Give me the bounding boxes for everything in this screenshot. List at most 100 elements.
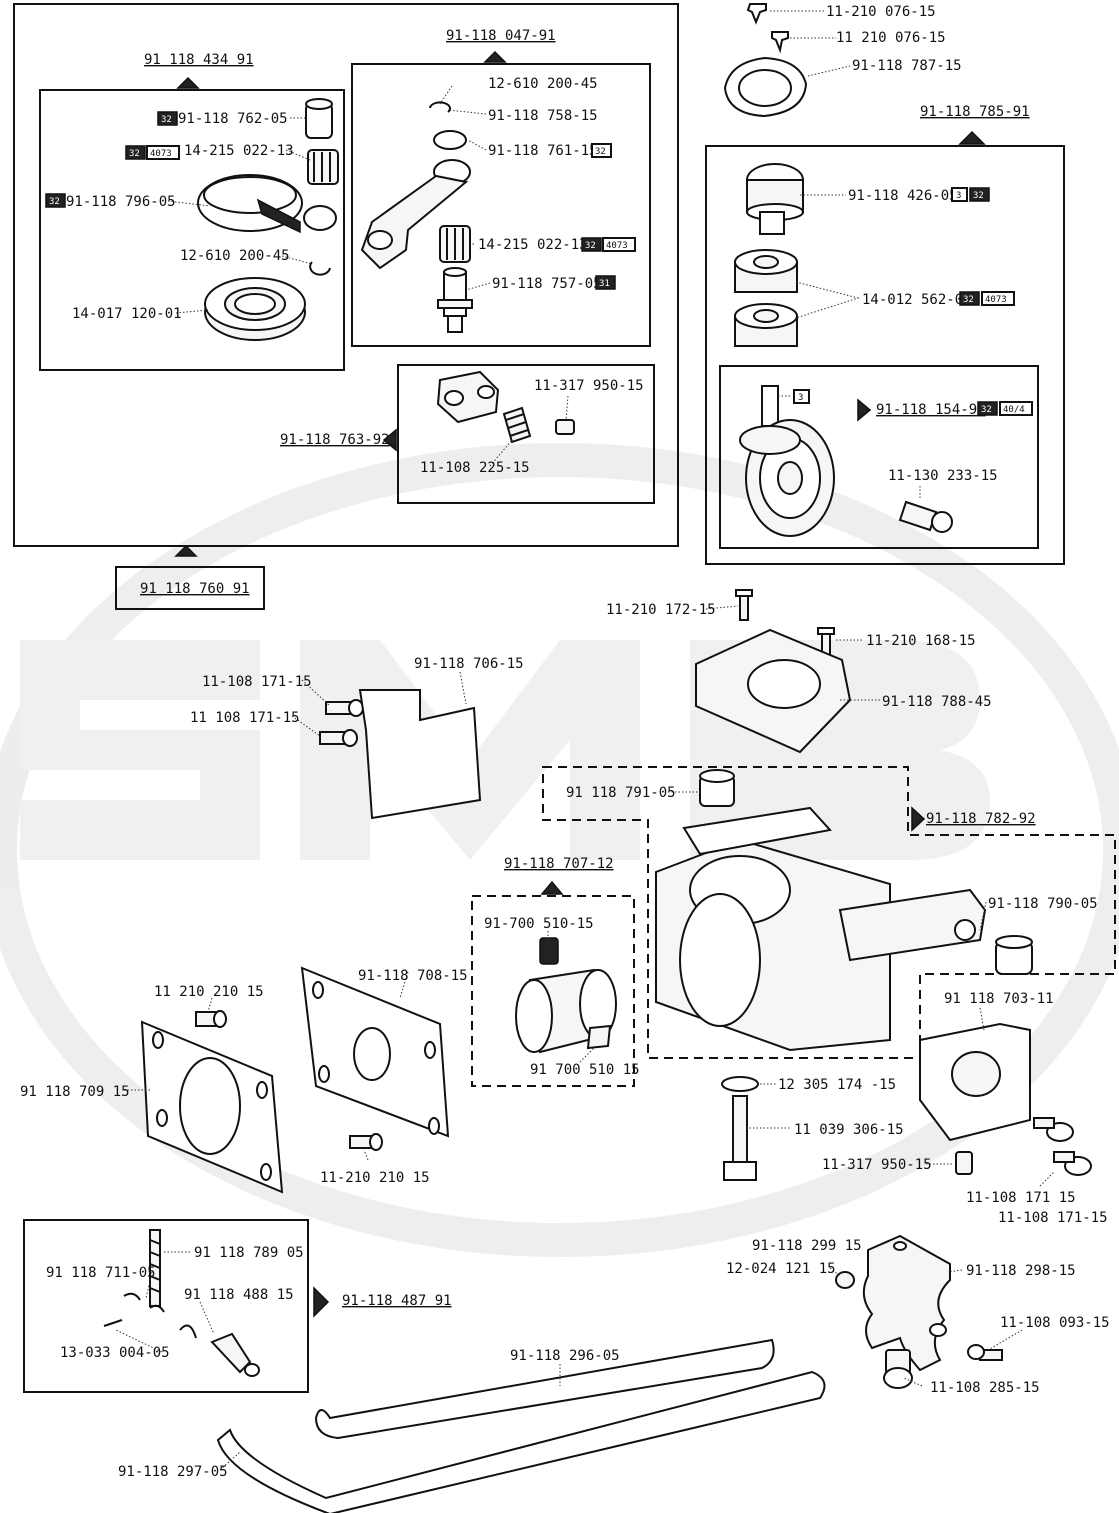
badge-text: 32 — [595, 147, 606, 157]
wing-screw — [771, 31, 789, 54]
part-number: 11-108 171-15 — [202, 674, 312, 690]
universal-joint — [436, 370, 500, 424]
part-number: 91-700 510-15 — [484, 916, 594, 932]
leader-lines — [115, 10, 1055, 1471]
pointer-arrow — [313, 1286, 330, 1318]
assembly-number: 91-118 782-92 — [926, 811, 1036, 827]
cover-plate — [723, 56, 808, 118]
part-number: 91 700 510 15 — [530, 1062, 640, 1078]
set-screw — [539, 937, 559, 965]
badge-text: 40/4 — [1003, 405, 1025, 415]
part-number: 11-210 210 15 — [320, 1170, 430, 1186]
screw — [1033, 1117, 1074, 1142]
pointer-arrow — [958, 130, 986, 145]
part-number: 91-118 299 15 — [752, 1238, 862, 1254]
gasket-plate — [140, 1020, 284, 1194]
part-number: 91 118 703-11 — [944, 991, 1054, 1007]
badge — [793, 389, 810, 404]
set-screw — [955, 1151, 973, 1175]
screw — [195, 1010, 227, 1028]
part-number: 11 108 171-15 — [190, 710, 300, 726]
cover-plate — [919, 1022, 1031, 1142]
washer — [433, 130, 467, 150]
wing-screw — [746, 3, 767, 25]
screw — [967, 1344, 1003, 1361]
pointer-arrow — [382, 428, 397, 452]
part-number: 11-108 225-15 — [420, 460, 530, 476]
part-number: 14-215 022-13 — [184, 143, 294, 159]
reference-badges: 32 32 4073 32 32 32 4073 31 3 32 32 4073… — [45, 111, 1033, 416]
badge — [157, 111, 178, 126]
screw — [325, 699, 364, 717]
part-number: 11-210 172-15 — [606, 602, 716, 618]
part-number: 91 118 709 15 — [20, 1084, 130, 1100]
assembly-frame-main — [13, 3, 679, 547]
gasket-plate — [300, 966, 450, 1138]
badge — [595, 275, 616, 290]
badge — [581, 237, 602, 252]
pointer-arrow — [857, 398, 872, 422]
part-number: 11-210 076-15 — [826, 4, 936, 20]
assembly-box-cam — [471, 895, 635, 1087]
badge-text: 4073 — [606, 241, 628, 251]
badge — [959, 291, 980, 306]
ball-bearing — [734, 249, 798, 293]
eccentric-cam — [515, 968, 617, 1054]
part-number: 91 118 791-05 — [566, 785, 676, 801]
part-number: 91 118 789 05 — [194, 1245, 304, 1261]
badge-text: 4073 — [985, 295, 1007, 305]
needle-bearing — [439, 225, 471, 263]
needle-bearing — [307, 149, 339, 185]
set-screw-small — [555, 419, 575, 435]
part-number: 91-118 787-15 — [852, 58, 962, 74]
part-number: 11-210 168-15 — [866, 633, 976, 649]
badge — [146, 145, 180, 160]
part-number: 12-024 121 15 — [726, 1261, 836, 1277]
assembly-number: 91-118 763-92 — [280, 432, 390, 448]
part-number: 91-118 788-45 — [882, 694, 992, 710]
badge-text: 3 — [956, 191, 961, 201]
part-number: 14-215 022-13 — [478, 237, 588, 253]
assembly-number: 91-118 487 91 — [342, 1293, 452, 1309]
assembly-number: 91-118 047-91 — [446, 28, 556, 44]
screw — [735, 589, 753, 621]
assembly-box-joint — [397, 364, 655, 504]
part-number: 11-317 950-15 — [534, 378, 644, 394]
shaft-collar — [746, 163, 804, 235]
assembly-label-box — [115, 566, 265, 610]
assembly-box-gear-inner — [719, 365, 1039, 549]
socket-head-screw — [898, 500, 953, 533]
part-number: 14-017 120-01 — [72, 306, 182, 322]
part-number: 11 210 210 15 — [154, 984, 264, 1000]
oil-nozzle — [179, 1324, 260, 1377]
assembly-number: 91-118 154-90 — [876, 402, 986, 418]
pointer-arrow — [911, 806, 926, 832]
badge — [45, 193, 66, 208]
part-number: 13-033 004-05 — [60, 1345, 170, 1361]
badge-text: 32 — [129, 149, 140, 159]
assembly-box-left — [39, 89, 345, 371]
nut — [835, 1271, 855, 1289]
part-number: 91 118 711-05 — [46, 1265, 156, 1281]
bevel-gear — [739, 385, 835, 537]
part-number: 91-118 426-05 — [848, 188, 958, 204]
part-number: 91-118 298-15 — [966, 1263, 1076, 1279]
part-number: 91-118 796-05 — [66, 194, 176, 210]
washer — [721, 1076, 759, 1092]
screw — [883, 1349, 913, 1389]
badge-text: 31 — [599, 279, 610, 289]
bushing — [995, 935, 1033, 975]
part-labels: 11-210 076-15 11 210 076-15 91-118 787-1… — [20, 4, 1110, 1480]
screw — [349, 1133, 383, 1151]
assembly-box-housing — [542, 766, 1116, 1059]
assembly-number: 91 118 434 91 — [144, 52, 254, 68]
assembly-number: 91 118 760 91 — [140, 581, 250, 597]
badge-text: 32 — [963, 295, 974, 305]
part-number: 11-108 285-15 — [930, 1380, 1040, 1396]
oil-tube — [314, 1338, 775, 1440]
badge — [125, 145, 146, 160]
pointer-arrow — [540, 880, 564, 895]
pointer-arrow — [174, 544, 198, 557]
